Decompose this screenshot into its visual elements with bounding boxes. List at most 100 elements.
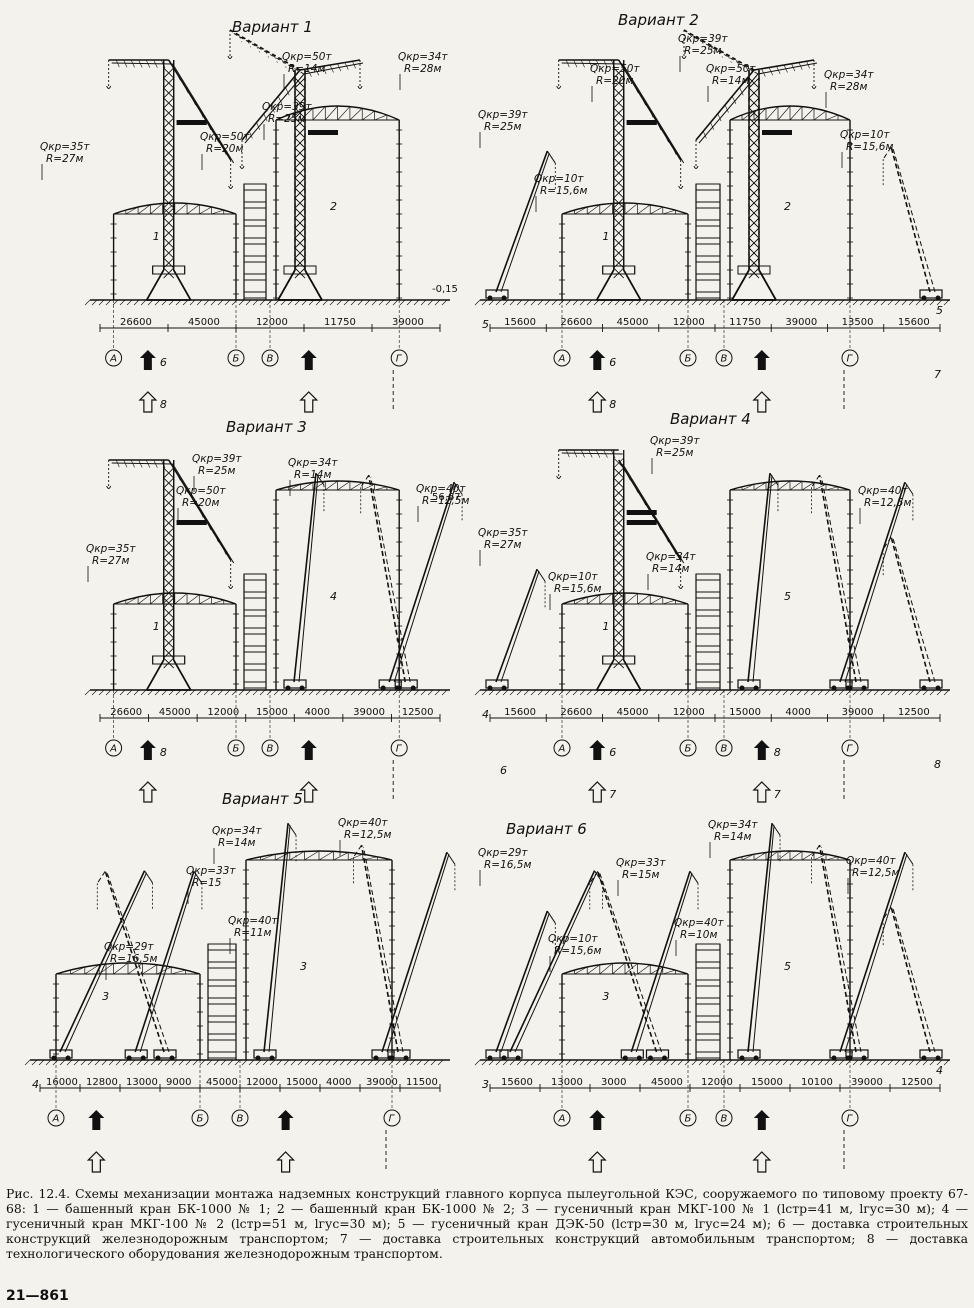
variant-4-crane-1-load: Qкр=35т <box>478 527 528 539</box>
variant-2-crane-4-radius: R=14м <box>712 75 749 87</box>
variant-3-crane-1-load: Qкр=35т <box>86 543 136 555</box>
variant-5-crane-1-load: Qкр=34т <box>212 825 262 837</box>
variant-4-crane-4-load: Qкр=34т <box>646 551 696 563</box>
variant-4-arrow-label-4: 6 <box>500 764 507 777</box>
variant-5-element-number-3: 4 <box>32 1078 39 1091</box>
variant-5-dimension-10: 11500 <box>406 1077 438 1088</box>
variant-1-crane-2-radius: R=20м <box>206 143 243 155</box>
variant-6-dimension-7: 10100 <box>801 1077 833 1088</box>
variant-1-crane-1-load: Qкр=35т <box>40 141 90 153</box>
variant-2-crane-5-load: Qкр=34т <box>824 69 874 81</box>
variant-5-element-number-2: 3 <box>300 960 307 973</box>
variant-1-crane-4-load: Qкр=39т <box>262 101 312 113</box>
caption-legend-3: 3 — гусеничный кран МКГ-100 № 1 (lстр=41… <box>521 1201 942 1216</box>
variant-4-crane-2-load: Qкр=39т <box>650 435 700 447</box>
variant-4-element-number-2: 5 <box>784 590 791 603</box>
variant-1-elevation-mark: -0,15 <box>432 284 458 295</box>
variant-3-dimension-5: 4000 <box>305 707 330 718</box>
variant-3-panel: Вариант 3Qкр=35тR=27мQкр=39тR=25мQкр=50т… <box>84 418 469 803</box>
variant-6-crane-2-load: Qкр=34т <box>708 819 758 831</box>
variant-4-axis-1: А <box>558 744 566 755</box>
variant-2-crane-6-radius: R=15,6м <box>540 185 587 197</box>
variant-3-crane-5-load: Qкр=40т <box>416 483 466 495</box>
variant-3-element-number-2: 4 <box>330 590 337 603</box>
variant-5-axis-1: А <box>52 1114 60 1125</box>
variant-6-crane-2-radius: R=14м <box>714 831 751 843</box>
caption-legend-1: 1 — башенный кран БК-1000 № 1; <box>32 1201 277 1216</box>
variant-5-title: Вариант 5 <box>222 790 303 808</box>
variant-6-dimension-3: 3000 <box>601 1077 626 1088</box>
variant-3-crane-1-radius: R=27м <box>92 555 129 567</box>
variant-3-dimension-6: 39000 <box>353 707 385 718</box>
variant-2-dimension-7: 13500 <box>842 317 874 328</box>
variant-3-arrow-label-1: 8 <box>160 746 167 759</box>
variant-4-dimension-6: 4000 <box>785 707 810 718</box>
variant-3-dimension-4: 15000 <box>256 707 288 718</box>
variant-1-crane-2-load: Qкр=50т <box>200 131 250 143</box>
variant-5-dimension-3: 13000 <box>126 1077 158 1088</box>
variant-1-crane-3-load: Qкр=50т <box>282 51 332 63</box>
variant-1-axis-2: Б <box>233 354 240 365</box>
variant-2-title: Вариант 2 <box>618 11 699 29</box>
variant-4-arrow-label-1: 6 <box>609 746 616 759</box>
variant-1-axis-1: А <box>109 354 117 365</box>
variant-6-axis-3: В <box>721 1114 728 1125</box>
variant-1-crane-1-radius: R=27м <box>46 153 83 165</box>
variant-1-dimension-5: 39000 <box>392 317 424 328</box>
variant-4-dimension-1: 15600 <box>504 707 536 718</box>
variant-5-crane-4-load: Qкр=29т <box>104 941 154 953</box>
variant-1-dimension-3: 12000 <box>256 317 288 328</box>
variant-4-crane-3-load: Qкр=10т <box>548 571 598 583</box>
variant-1-dimension-2: 45000 <box>188 317 220 328</box>
variant-4-dimension-8: 12500 <box>898 707 930 718</box>
variant-4-panel: Вариант 4Qкр=35тR=27мQкр=39тR=25мQкр=10т… <box>474 410 950 803</box>
caption-legend-6: 6 — доставка строительных конструкций же… <box>6 1216 968 1246</box>
variant-6-dimension-6: 15000 <box>751 1077 783 1088</box>
variant-2-element-number-3: 5 <box>482 318 489 331</box>
variant-6-dimension-9: 12500 <box>901 1077 933 1088</box>
variant-3-dimension-2: 45000 <box>159 707 191 718</box>
variant-6-element-number-2: 5 <box>784 960 791 973</box>
variant-6-crane-3-radius: R=15м <box>622 869 659 881</box>
variant-4-crane-1-radius: R=27м <box>484 539 521 551</box>
variant-4-arrow-label-2: 7 <box>609 788 616 801</box>
variant-4-dimension-4: 12000 <box>673 707 705 718</box>
variant-4-arrow-label-6: 7 <box>774 788 781 801</box>
variant-4-dimension-7: 39000 <box>842 707 874 718</box>
variant-1-element-number-1: 1 <box>153 230 160 243</box>
variant-3-elevation-mark: 56,67 <box>432 492 461 503</box>
variant-4-element-number-3: 4 <box>482 708 489 721</box>
variant-2-element-number-1: 1 <box>602 230 609 243</box>
variant-4-crane-4-radius: R=14м <box>652 563 689 575</box>
variant-5-dimension-9: 39000 <box>366 1077 398 1088</box>
variant-6-panel: Вариант 6Qкр=29тR=16,5мQкр=34тR=14мQкр=3… <box>474 819 950 1173</box>
variant-3-title: Вариант 3 <box>226 418 307 436</box>
variant-5-axis-3: В <box>237 1114 244 1125</box>
variant-3-axis-4: Г <box>396 744 403 755</box>
variant-3-crane-4-radius: R=14м <box>294 469 331 481</box>
variant-6-axis-2: Б <box>685 1114 692 1125</box>
caption-legend-2: 2 — башенный кран БК-1000 № 2; <box>276 1201 522 1216</box>
variant-5-crane-4-radius: R=16,5м <box>110 953 157 965</box>
variant-1-arrow-label-2: 8 <box>160 398 167 411</box>
variant-6-axis-1: А <box>558 1114 566 1125</box>
variant-6-crane-4-load: Qкр=40т <box>846 855 896 867</box>
variant-6-element-number-3: 3 <box>482 1078 489 1091</box>
variant-3-dimension-3: 12000 <box>207 707 239 718</box>
variant-6-crane-1-load: Qкр=29т <box>478 847 528 859</box>
variant-6-title: Вариант 6 <box>506 820 587 838</box>
caption-legend-7: 7 — доставка строительных конструкций ав… <box>339 1231 867 1246</box>
variant-2-crane-7-load: Qкр=10т <box>840 129 890 141</box>
variant-1-crane-5-radius: R=28м <box>404 63 441 75</box>
variant-2-panel: Вариант 2Qкр=39тR=25мQкр=50тR=20мQкр=39т… <box>474 11 950 413</box>
variant-5-crane-5-load: Qкр=40т <box>228 915 278 927</box>
variant-4-axis-2: Б <box>685 744 692 755</box>
variant-3-crane-3-radius: R=20м <box>182 497 219 509</box>
variant-1-panel: Вариант 1Qкр=35тR=27мQкр=50тR=20мQкр=50т… <box>40 18 458 413</box>
variant-3-crane-4-load: Qкр=34т <box>288 457 338 469</box>
variant-2-dimension-1: 15600 <box>504 317 536 328</box>
variant-6-crane-5-radius: R=15,6м <box>554 945 601 957</box>
variant-3-axis-2: Б <box>233 744 240 755</box>
figure-caption: Рис. 12.4. Схемы механизации монтажа над… <box>6 1186 968 1261</box>
variant-5-panel: Вариант 5Qкр=34тR=14мQкр=40тR=12,5мQкр=3… <box>24 790 456 1173</box>
